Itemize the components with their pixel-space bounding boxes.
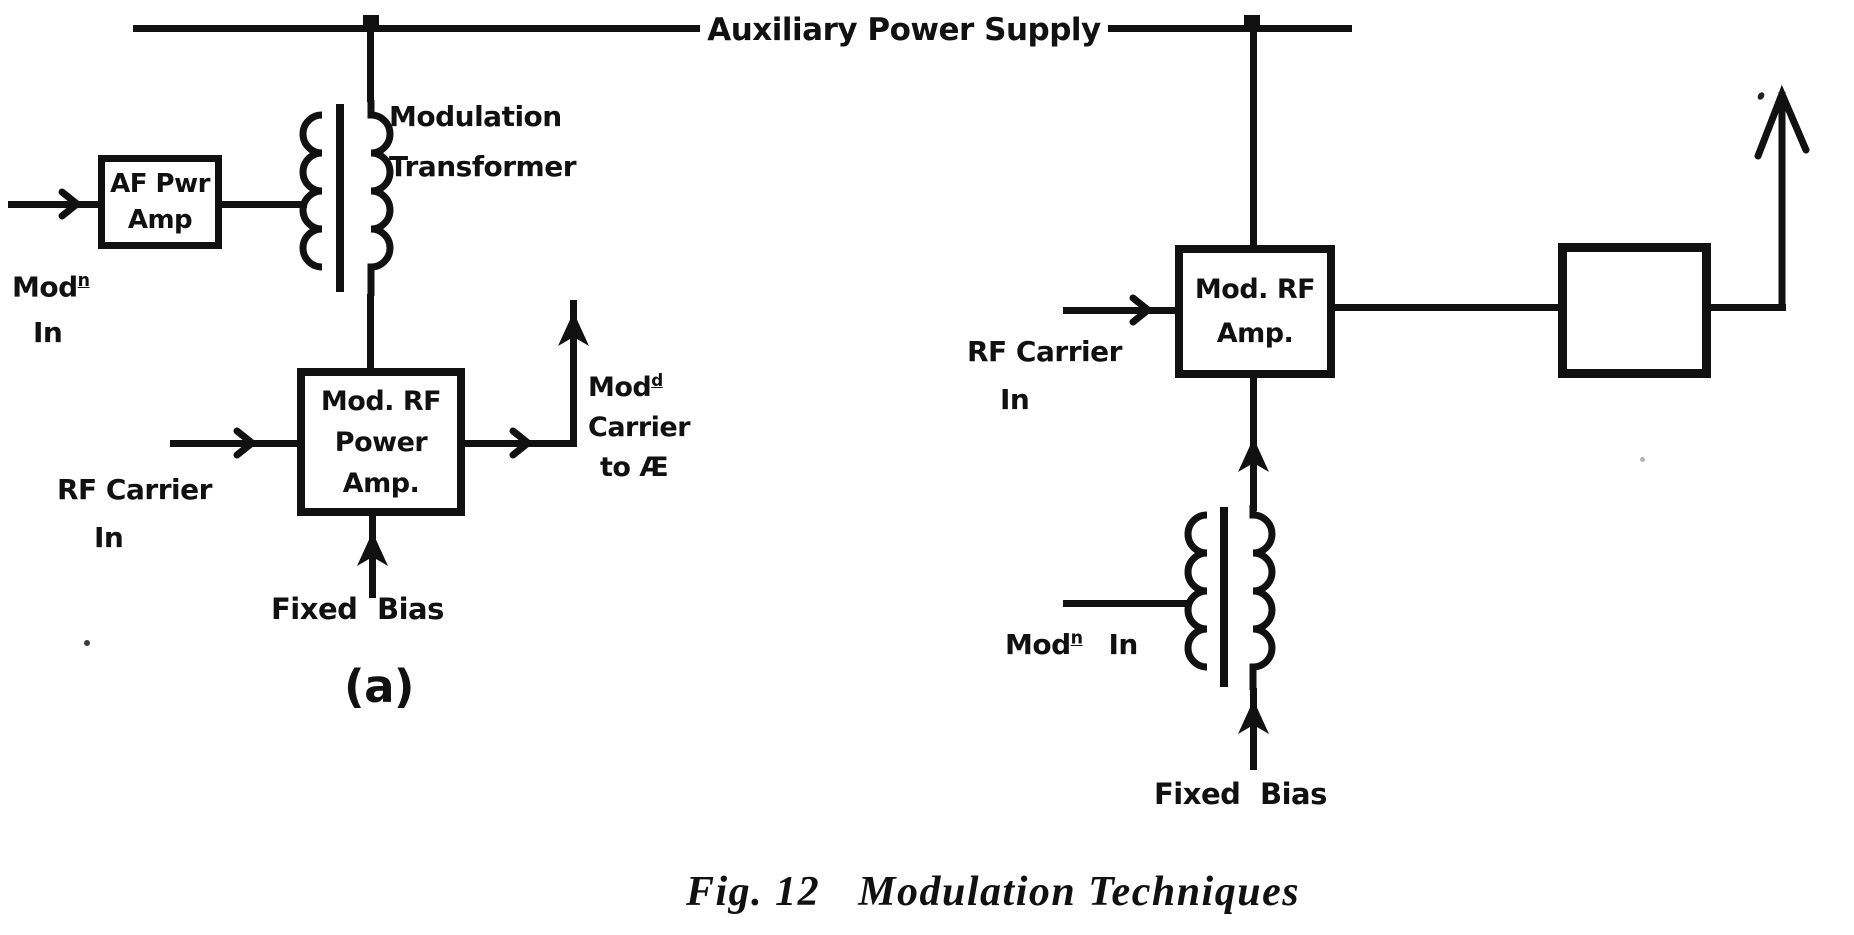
right-rf-input-arrow-icon <box>1129 294 1152 326</box>
left-rf-carrier-line2: In <box>94 521 124 554</box>
blank-box-to-aerial-line <box>1711 304 1786 311</box>
rail-junction-right <box>1244 15 1260 31</box>
left-output-arrow-icon <box>509 427 532 459</box>
left-mod-carrier-label: Modd Carrier to Æ <box>588 360 691 488</box>
left-mod-carrier-sup: d <box>651 370 663 390</box>
right-rf-carrier-label: RF Carrier In <box>967 328 1122 424</box>
left-output-up-line <box>570 300 577 447</box>
left-rf-input-arrow-icon <box>233 427 256 459</box>
right-mod-in-line <box>1063 600 1190 607</box>
left-mod-carrier-line3: to Æ <box>600 452 669 483</box>
right-mod-in-sup: n <box>1070 628 1083 649</box>
left-mod-carrier-line1: Modd <box>588 360 690 408</box>
right-rf-carrier-line2: In <box>1000 383 1030 416</box>
left-rail-drop-line <box>367 28 374 102</box>
mod-rf-amp-box: Mod. RF Amp. <box>1175 245 1335 378</box>
left-af-input-arrow-icon <box>58 188 81 220</box>
left-transformer-label: Modulation Transformer <box>389 92 577 192</box>
left-output-up-arrowhead-icon <box>558 312 589 346</box>
right-bias-lower-arrowhead-icon <box>1238 700 1269 734</box>
right-rail-drop-line <box>1250 28 1257 245</box>
left-rf-carrier-line1: RF Carrier <box>57 473 212 506</box>
af-power-amp-box: AF Pwr Amp <box>98 155 222 249</box>
pa-box-line1: Mod. RF <box>320 385 442 417</box>
right-mod-in-word: Mod <box>1005 628 1071 661</box>
left-transformer-label-line2: Transformer <box>389 150 577 183</box>
scan-speck-right <box>1640 457 1645 462</box>
left-transformer-label-line1: Modulation <box>389 100 562 133</box>
left-mod-carrier-line2: Carrier <box>588 412 691 443</box>
left-modulation-transformer-icon <box>299 100 394 296</box>
left-rf-input-line <box>170 440 297 447</box>
right-rf-input-line <box>1063 307 1175 314</box>
right-output-line <box>1335 304 1560 311</box>
left-af-to-transformer-line <box>222 201 307 208</box>
right-bias-upper-arrowhead-icon <box>1238 438 1269 472</box>
left-mod-in-line1: Modn <box>12 258 90 310</box>
right-fixed-bias-text: Fixed Bias <box>1154 777 1327 811</box>
left-mod-in-sup: n <box>77 271 90 291</box>
amp-box-line1: Mod. RF <box>1194 273 1316 305</box>
right-modulation-transformer-icon <box>1184 505 1276 690</box>
af-box-line1: AF Pwr <box>110 169 210 199</box>
left-af-input-line <box>8 201 98 208</box>
power-rail-line-right <box>1108 25 1352 32</box>
figure-caption-number: Fig. 12 <box>686 869 821 915</box>
right-fixed-bias-label: Fixed Bias <box>1154 777 1327 811</box>
power-rail-label: Auxiliary Power Supply <box>700 12 1108 48</box>
power-rail-line-left <box>133 25 700 32</box>
right-mod-in-suffix: In <box>1108 628 1139 661</box>
left-transformer-to-pa-line <box>367 294 374 370</box>
amp-box-line2: Amp. <box>1216 317 1294 349</box>
left-mod-carrier-word: Mod <box>588 372 652 403</box>
subfigure-a-label: (a) <box>344 660 415 713</box>
power-rail-label-text: Auxiliary Power Supply <box>707 12 1101 48</box>
scan-speck-left <box>84 640 90 646</box>
pa-box-line2: Power <box>334 426 428 458</box>
left-mod-in-line2: In <box>33 316 63 350</box>
left-output-line <box>465 440 577 447</box>
af-box-line2: Amp <box>127 205 193 235</box>
left-fixed-bias-label: Fixed Bias <box>271 592 444 626</box>
right-rf-carrier-line1: RF Carrier <box>967 335 1122 368</box>
figure-caption-title: Modulation Techniques <box>858 869 1301 915</box>
left-mod-in-label: Modn In <box>12 258 90 356</box>
left-rf-carrier-label: RF Carrier In <box>57 466 212 562</box>
figure-caption: Fig. 12 Modulation Techniques <box>686 868 1300 916</box>
left-mod-in-word: Mod <box>12 270 78 304</box>
right-mod-in-label: Modn In <box>1005 628 1138 661</box>
pa-box-line3: Amp. <box>342 467 420 499</box>
mod-rf-power-amp-box: Mod. RF Power Amp. <box>297 368 465 516</box>
rail-junction-left <box>363 15 379 31</box>
left-fixed-bias-text: Fixed Bias <box>271 592 444 626</box>
right-fixed-bias-line <box>1250 688 1257 770</box>
left-fixed-bias-arrowhead-icon <box>357 532 388 566</box>
blank-output-box <box>1558 243 1711 378</box>
subfigure-a-text: (a) <box>344 660 415 713</box>
aerial-antenna-icon <box>1754 84 1810 311</box>
